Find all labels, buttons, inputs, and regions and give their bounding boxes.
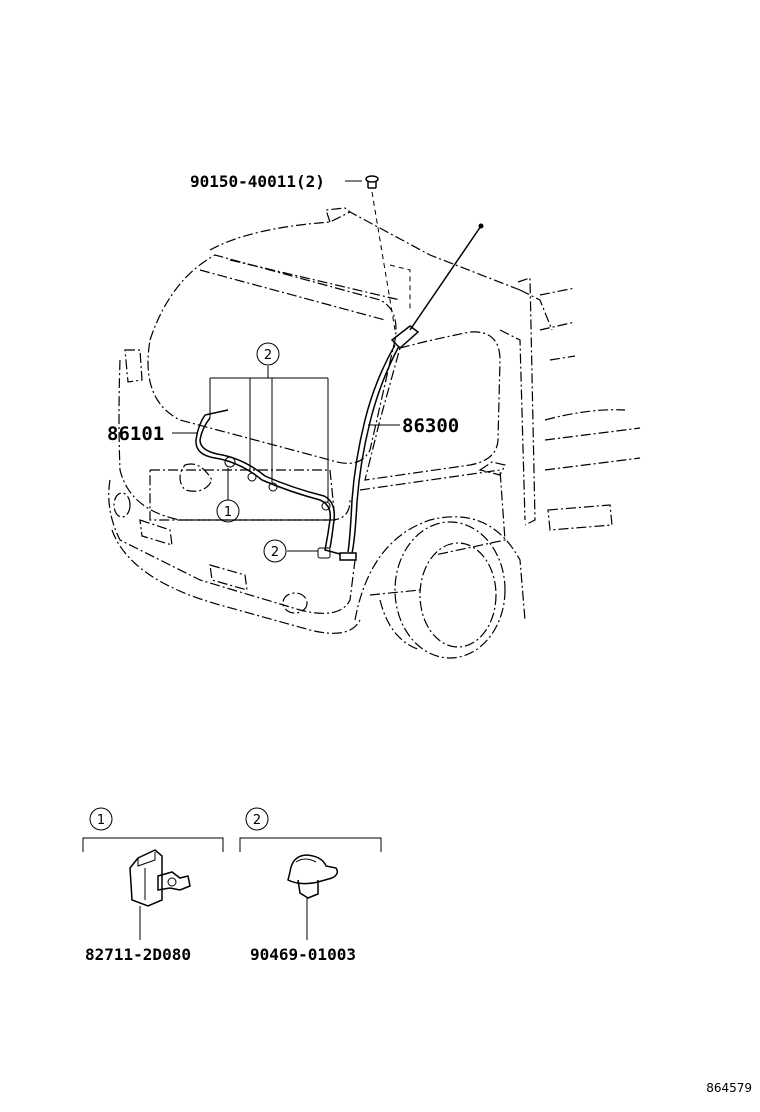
part-label-bolt: 90150-40011(2)	[190, 172, 325, 191]
part-label-clamp: 82711-2D080	[85, 945, 191, 964]
callout-1-main: 1	[216, 499, 240, 523]
callout-2-upper-label: 2	[264, 348, 272, 363]
callout-2-upper: 2	[256, 342, 280, 366]
antenna-tip	[478, 223, 484, 229]
bolt-part	[365, 175, 411, 331]
detail-group-2: 2 90469-01003	[239, 807, 382, 964]
detail-group-1-id: 1	[97, 813, 105, 828]
callout-2-lower-label: 2	[271, 545, 279, 560]
truck-cab-outline	[108, 207, 641, 659]
detail-group-1: 1 82711-2D080	[82, 807, 224, 964]
clip-illustration	[287, 854, 339, 940]
part-label-antenna: 86300	[402, 415, 459, 437]
callout-2-lower: 2	[263, 539, 287, 563]
antenna-base	[390, 325, 420, 350]
leader-lines	[172, 180, 400, 552]
clamp-illustration	[129, 849, 191, 940]
antenna-cord	[195, 409, 341, 559]
figure-id: 864579	[706, 1081, 752, 1095]
antenna-rod	[409, 225, 482, 331]
part-label-clip: 90469-01003	[250, 945, 356, 964]
antenna-cable	[347, 344, 396, 553]
antenna-assembly	[339, 223, 484, 561]
detail-group-2-id: 2	[253, 813, 261, 828]
callout-1-main-label: 1	[224, 505, 232, 520]
part-label-cord: 86101	[107, 423, 164, 445]
